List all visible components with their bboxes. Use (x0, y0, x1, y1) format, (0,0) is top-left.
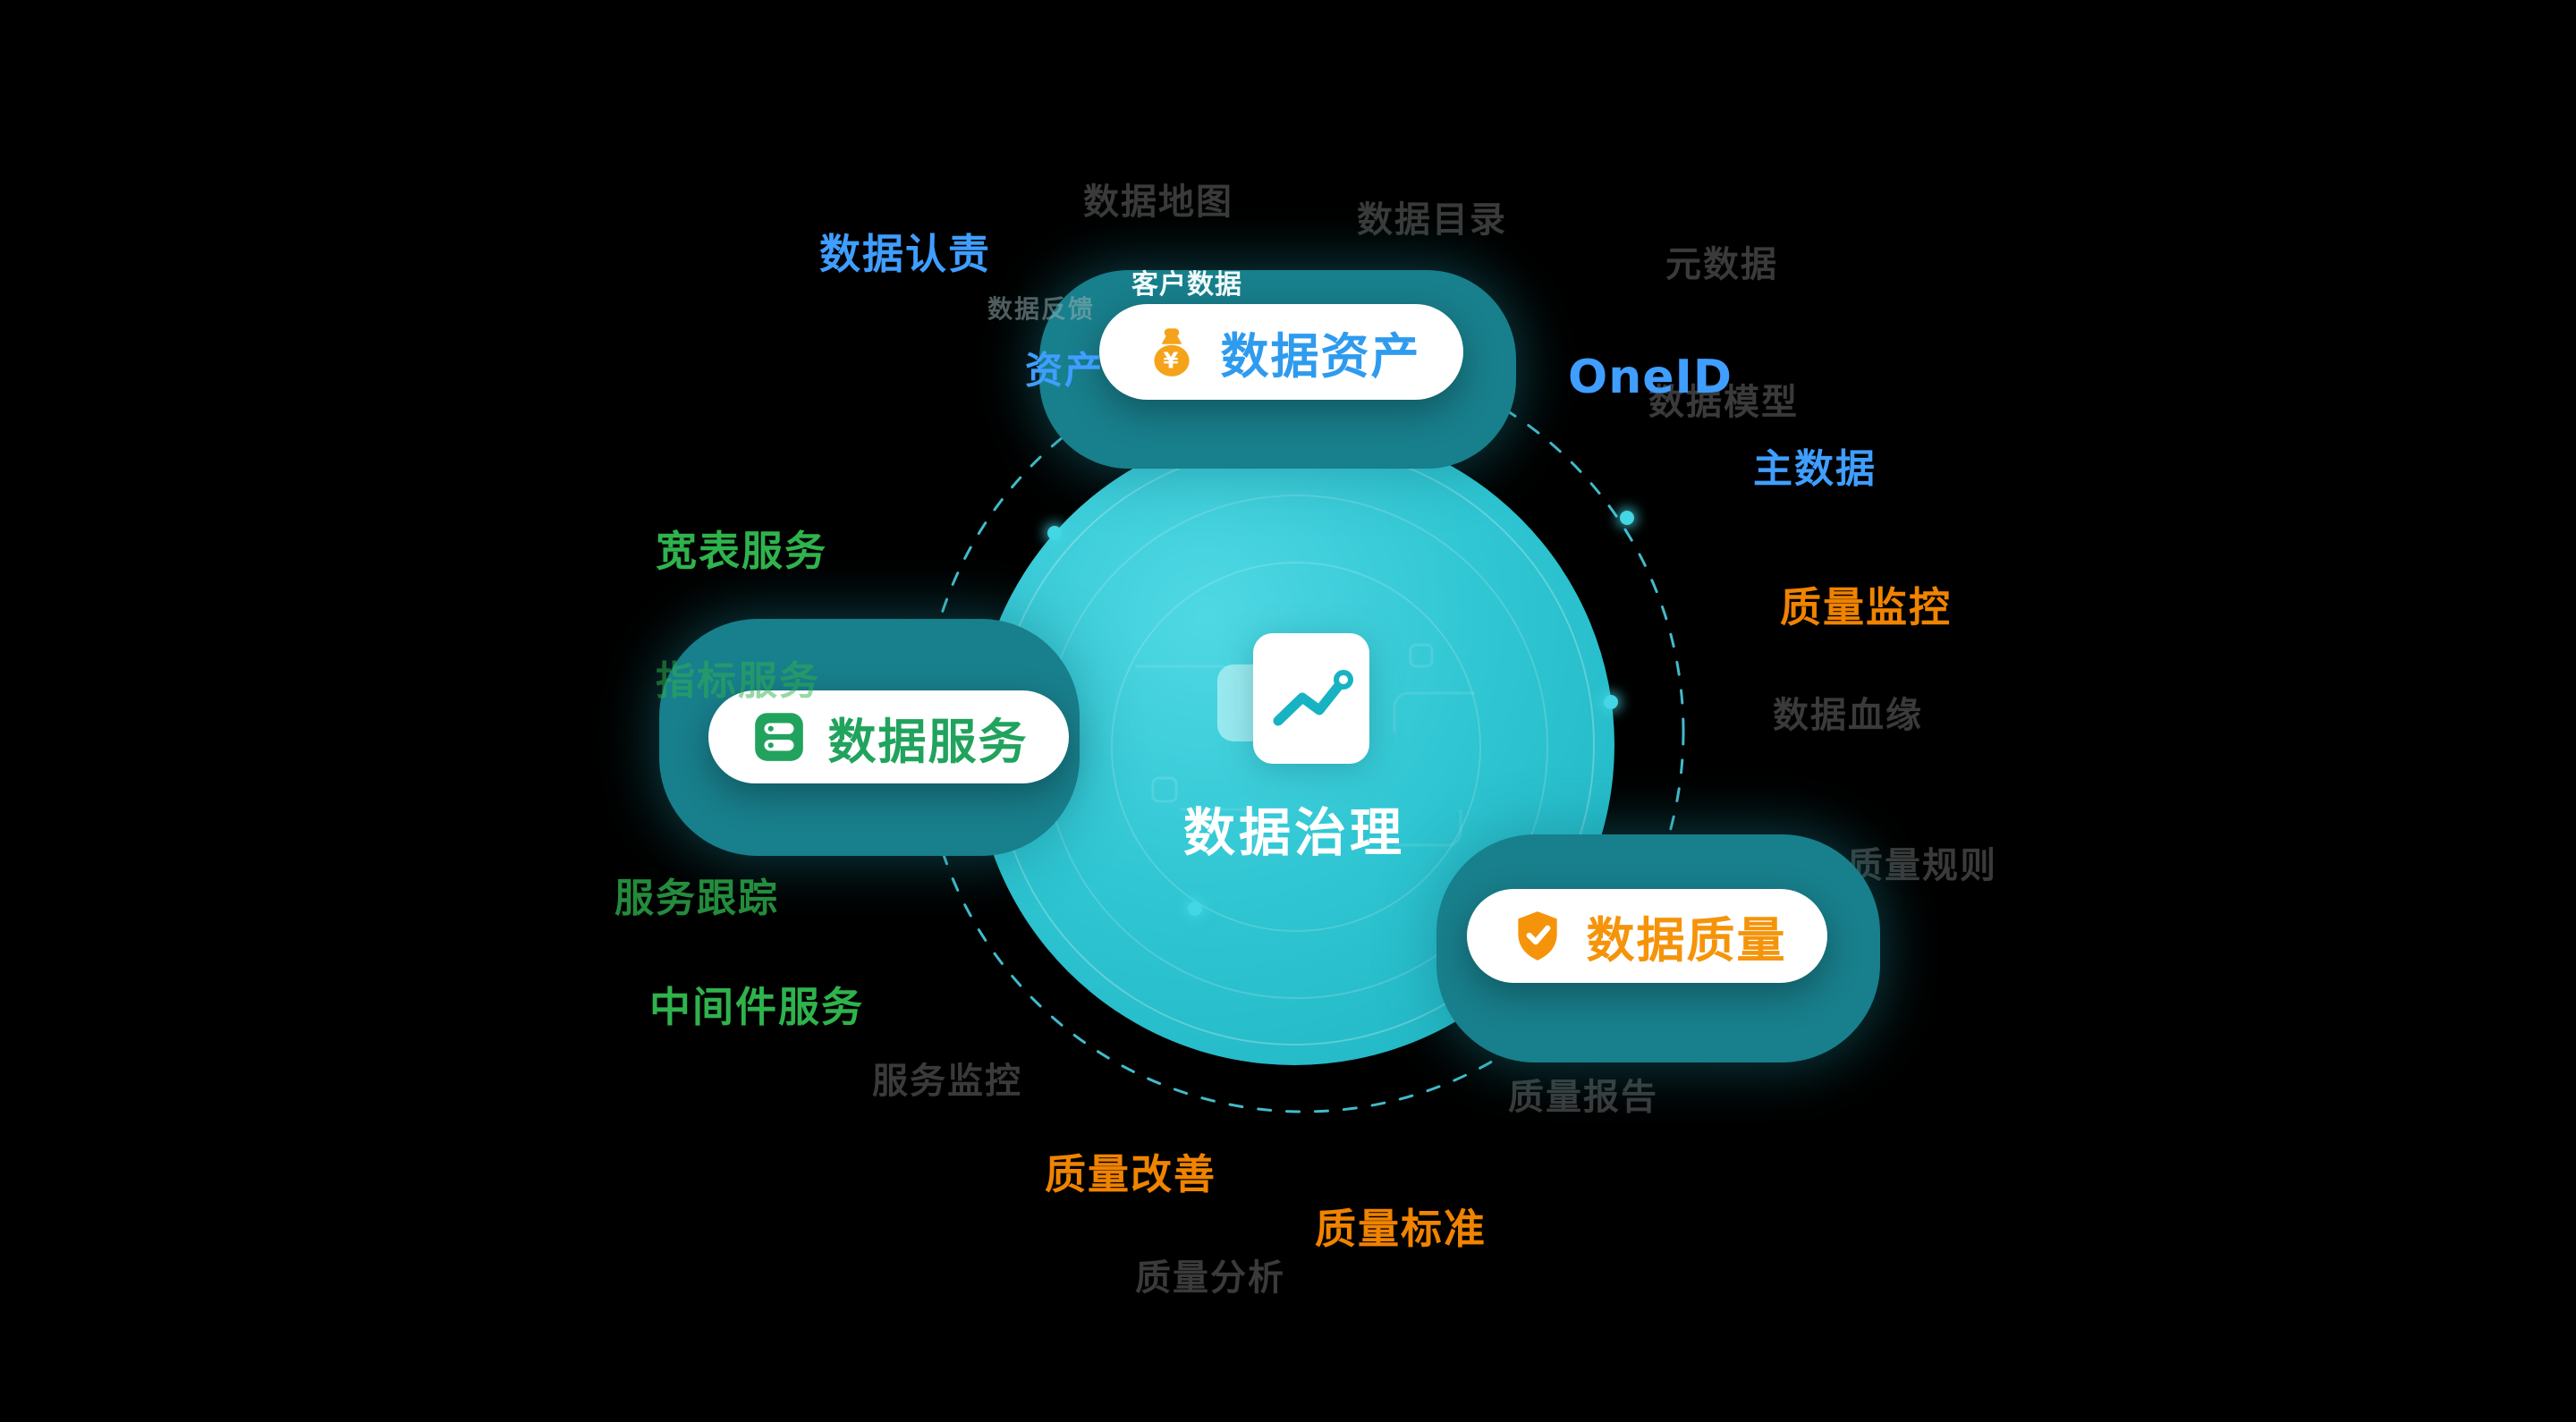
database-icon (754, 713, 803, 761)
orbit-dot (1620, 511, 1634, 525)
faint-label: 数据模型 (1648, 382, 1799, 423)
faint-label: 质量分析 (1135, 1257, 1285, 1299)
pill-data-quality-label: 数据质量 (1586, 912, 1787, 969)
inner-ring-inner (1111, 562, 1481, 932)
faint-label: 数据目录 (1357, 199, 1507, 241)
label-middleware-service: 中间件服务 (649, 983, 864, 1031)
faint-label: 服务监控 (872, 1061, 1022, 1102)
faint-label: 质量规则 (1847, 845, 1997, 886)
faint-label: 数据血缘 (1773, 695, 1923, 736)
faint-label: 元数据 (1665, 244, 1778, 285)
money-bag-icon: ¥ (1153, 327, 1190, 377)
label-metric-service: 指标服务 (656, 658, 820, 704)
document-trend-icon (1253, 633, 1369, 764)
pill-data-quality: 数据质量 (1467, 889, 1827, 983)
label-data-accountability: 数据认责 (819, 230, 991, 278)
svg-text:¥: ¥ (1163, 347, 1180, 373)
label-data-feedback: 数据反馈 (987, 294, 1096, 324)
center-title: 数据治理 (1182, 802, 1405, 863)
pill-data-service: 数据服务 (708, 690, 1069, 783)
label-master-data: 主数据 (1753, 446, 1877, 492)
label-service-tracking: 服务跟踪 (614, 876, 779, 921)
shield-check-icon (1517, 910, 1557, 961)
faint-label: 数据地图 (1083, 182, 1233, 223)
pill-data-asset: ¥ 数据资产 (1099, 304, 1463, 400)
pill-data-service-label: 数据服务 (827, 713, 1029, 770)
label-quality-improvement: 质量改善 (1045, 1150, 1216, 1198)
label-customer-data: 客户数据 (1131, 269, 1242, 300)
label-quality-monitoring: 质量监控 (1780, 583, 1952, 631)
orbit-dot (1188, 901, 1202, 916)
label-quality-standard: 质量标准 (1315, 1205, 1487, 1253)
label-oneid: OneID (1567, 351, 1733, 404)
orbit-dot (1604, 695, 1618, 709)
label-wide-table-service: 宽表服务 (656, 527, 827, 575)
pill-data-asset-label: 数据资产 (1220, 328, 1421, 385)
label-asset: 资产 (1024, 348, 1105, 393)
faint-label: 质量报告 (1508, 1077, 1658, 1118)
orbit-dot (1047, 526, 1062, 540)
